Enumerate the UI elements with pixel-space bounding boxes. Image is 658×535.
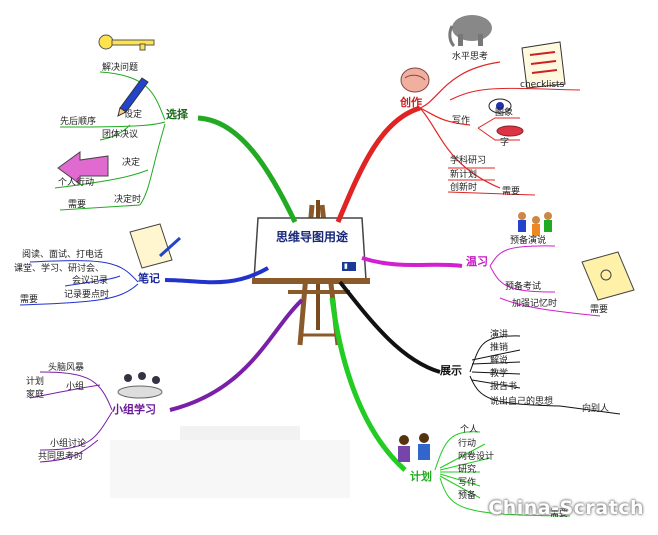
node-label: 学科研习 <box>450 156 487 166</box>
node-label: 记录要点时 <box>64 290 110 300</box>
node-label: checklists <box>520 80 565 90</box>
elephant-icon <box>448 15 492 48</box>
node-label: 家庭 <box>26 390 45 400</box>
easel-icon <box>252 200 370 346</box>
node-label: 个人行动 <box>58 178 95 188</box>
node-label: 阅读、面试、打电话 <box>22 250 104 260</box>
node-label: 决定 <box>122 158 141 168</box>
branch-line-chuangzuo <box>335 105 421 223</box>
branch-line-biji <box>164 266 270 285</box>
node-label: 计划 <box>26 377 45 387</box>
people-meeting-icon <box>117 372 163 399</box>
key-icon <box>98 34 155 51</box>
branch-title-chuangzuo: 创作 <box>400 96 422 109</box>
branch-line-jihua <box>329 297 407 472</box>
branch-title-zhanshi: 展示 <box>440 364 462 377</box>
notes-icon <box>581 251 635 301</box>
easel-tag: ▮ <box>344 262 348 270</box>
branch-title-xuanze: 选择 <box>166 108 188 121</box>
watermark: China-Scratch <box>488 497 644 519</box>
pencil-icon <box>117 77 149 117</box>
lips-icon <box>496 125 524 137</box>
node-label: 教学 <box>490 369 509 379</box>
node-label: 需要 <box>20 295 39 305</box>
node-label: 图象 <box>495 108 514 118</box>
node-label: 说出自己的思想 <box>490 397 554 407</box>
node-label: 预备 <box>458 491 477 501</box>
branch-line-wenxi <box>361 256 463 268</box>
checklist-icon <box>521 41 566 89</box>
node-label: 预备演说 <box>510 236 547 246</box>
node-label: 解决问题 <box>102 63 139 73</box>
branch-title-biji: 笔记 <box>138 272 160 285</box>
node-label: 字 <box>500 138 510 148</box>
node-label: 小组 <box>66 382 85 392</box>
eye-icon <box>488 98 512 114</box>
center-title: 思维导图用途 <box>275 230 348 244</box>
branch-line-zhanshi <box>338 280 441 374</box>
node-label: 研究 <box>458 465 477 475</box>
presenters-icon <box>518 212 552 236</box>
node-label: 需要 <box>550 509 569 519</box>
brain-icon <box>400 67 430 93</box>
branch-title-xiaozu: 小组学习 <box>112 403 156 416</box>
node-label: 解说 <box>490 356 509 366</box>
node-label: 团体决议 <box>102 130 139 140</box>
arrow-icon <box>57 151 109 185</box>
node-label: 会议记录 <box>72 276 109 286</box>
node-label: 共同思考时 <box>38 452 84 462</box>
node-label: 行动 <box>458 439 477 449</box>
node-label: 需要 <box>502 187 521 197</box>
node-label: 需要 <box>68 200 87 210</box>
node-label: 头脑风暴 <box>48 363 85 373</box>
node-label: 先后顺序 <box>60 117 97 127</box>
node-label: 决定时 <box>114 195 142 205</box>
node-label: 加强记忆时 <box>512 299 558 309</box>
people-group-icon <box>398 433 430 462</box>
node-label: 写作 <box>452 116 471 126</box>
node-label: 报告书 <box>490 382 518 392</box>
node-label: 创新时 <box>450 183 478 193</box>
branch-line-xuanze <box>197 115 298 224</box>
node-label: 新计划 <box>450 170 478 180</box>
node-label: 写作 <box>458 478 477 488</box>
node-label: 课堂、学习、研讨会、 <box>14 264 105 274</box>
node-label: 预备考试 <box>505 282 542 292</box>
node-label: 网卷设计 <box>458 452 495 462</box>
node-label: 演讲 <box>490 330 509 340</box>
branch-title-jihua: 计划 <box>410 470 432 483</box>
letter-pen-icon <box>129 223 182 269</box>
node-label: 设定 <box>124 110 143 120</box>
branch-line-xiaozu <box>169 298 304 412</box>
branch-title-wenxi: 温习 <box>466 255 488 268</box>
node-label: 小组讨论 <box>50 439 87 449</box>
node-label: 向别人 <box>582 404 610 414</box>
node-label: 需要 <box>590 305 609 315</box>
node-label: 个人 <box>460 425 479 435</box>
node-label: 推销 <box>490 343 509 353</box>
node-label: 水平思考 <box>452 52 489 62</box>
